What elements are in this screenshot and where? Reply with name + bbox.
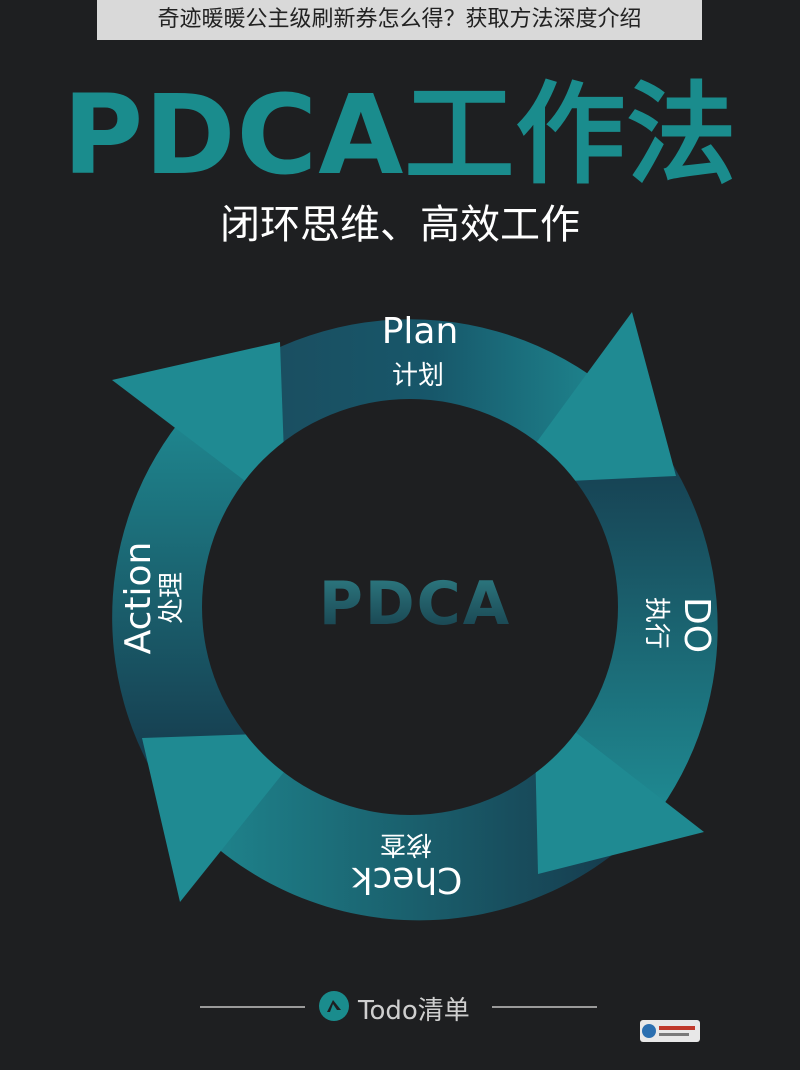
plan-arrow-head xyxy=(506,312,676,484)
do-label-zh: 执行 xyxy=(641,597,671,649)
check-label-zh: 核查 xyxy=(380,829,432,859)
page-title: PDCA工作法 xyxy=(62,71,738,199)
action-label-en: Action xyxy=(118,542,159,655)
top-caption-banner: 奇迹暖暖公主级刷新券怎么得？获取方法深度介绍 xyxy=(97,0,702,40)
plan-label-zh: 计划 xyxy=(392,361,444,391)
center-disk xyxy=(202,399,618,815)
plan-label-en: Plan xyxy=(382,311,459,352)
check-arrow-head xyxy=(142,732,316,902)
footer-brand-text: Todo清单 xyxy=(358,995,470,1026)
action-arrow-head xyxy=(112,342,286,512)
do-arrow-head xyxy=(534,700,704,874)
page-subtitle: 闭环思维、高效工作 xyxy=(220,202,580,248)
action-label-zh: 处理 xyxy=(157,572,187,624)
footer-divider-left xyxy=(200,1006,305,1008)
do-label-en: DO xyxy=(676,597,717,653)
footer-divider-right xyxy=(492,1006,597,1008)
todo-logo-icon xyxy=(318,990,350,1026)
check-label-en: Check xyxy=(351,859,462,900)
center-pdca-label: PDCA xyxy=(319,569,511,639)
footer-brand: Todo清单 xyxy=(318,988,470,1028)
site-watermark-logo xyxy=(640,1020,700,1042)
banner-text: 奇迹暖暖公主级刷新券怎么得？获取方法深度介绍 xyxy=(157,7,642,32)
